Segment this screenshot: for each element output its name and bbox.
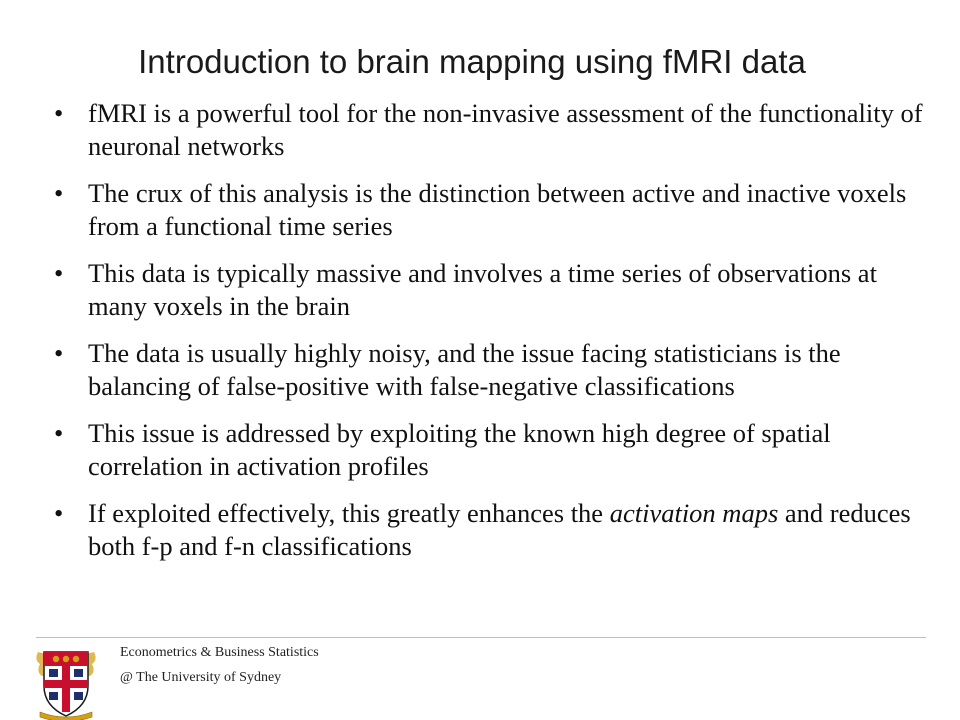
bullet-text-lead: If exploited effectively, this greatly e… [88,498,610,528]
bullet-text: If exploited effectively, this greatly e… [88,498,911,561]
bullet-text-emphasis: activation maps [609,498,779,528]
footer-university: @ The University of Sydney [120,670,282,685]
bullet-dot: • [54,498,64,528]
bullet-item: • fMRI is a powerful tool for the non-in… [48,97,928,163]
bullet-dot: • [54,338,64,368]
bullet-text: This issue is addressed by exploiting th… [88,418,831,481]
bullet-text: This data is typically massive and invol… [88,258,877,321]
bullet-text: fMRI is a powerful tool for the non-inva… [88,98,923,161]
bullet-text-tail: and reduces both f-p and f-n classificat… [88,498,911,561]
bullet-item: • This data is typically massive and inv… [48,257,928,323]
footer-divider [36,637,926,638]
university-crest-icon [36,651,96,720]
slide-title: Introduction to brain mapping using fMRI… [138,43,806,80]
bullet-item: • This issue is addressed by exploiting … [48,417,928,483]
bullet-item: • If exploited effectively, this greatly… [48,497,928,563]
bullet-list: • fMRI is a powerful tool for the non-in… [48,97,928,577]
footer-department: Econometrics & Business Statistics [120,645,319,660]
bullet-text: The data is usually highly noisy, and th… [88,338,841,401]
bullet-dot: • [54,98,64,128]
bullet-item: • The data is usually highly noisy, and … [48,337,928,403]
bullet-dot: • [54,258,64,288]
bullet-text: The crux of this analysis is the distinc… [88,178,907,241]
bullet-dot: • [54,418,64,448]
bullet-dot: • [54,178,64,208]
bullet-item: • The crux of this analysis is the disti… [48,177,928,243]
